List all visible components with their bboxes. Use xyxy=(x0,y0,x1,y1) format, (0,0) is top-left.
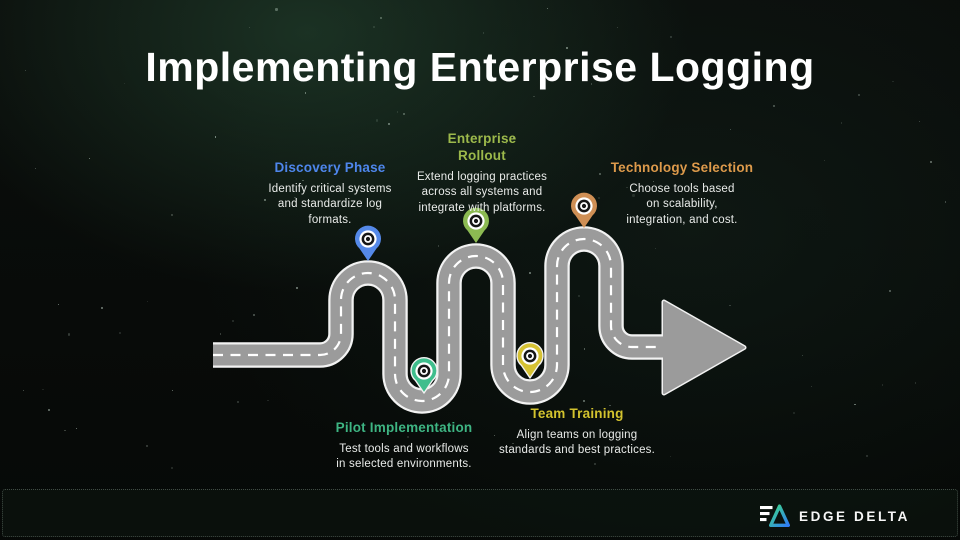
map-pin-icon xyxy=(516,341,544,379)
phase-card-pilot-implementation: Pilot Implementation Test tools and work… xyxy=(314,420,494,473)
phase-title-enterprise-rollout: Enterprise Rollout xyxy=(447,131,517,163)
page-title: Implementing Enterprise Logging xyxy=(145,44,815,90)
road-arrow-fill xyxy=(663,301,745,394)
phase-title-pilot-implementation: Pilot Implementation xyxy=(335,420,473,435)
phase-desc-technology-selection: Choose tools based on scalability, integ… xyxy=(626,182,738,226)
edge-delta-logo-text: EDGE DELTA xyxy=(798,508,910,524)
map-pin-icon xyxy=(410,356,438,394)
map-pin-icon xyxy=(355,225,381,261)
map-pin-icon xyxy=(463,207,489,243)
phase-desc-pilot-implementation: Test tools and workflows in selected env… xyxy=(336,442,472,471)
phase-card-discovery: Discovery Phase Identify critical system… xyxy=(250,160,410,228)
phase-card-team-training: Team Training Align teams on logging sta… xyxy=(477,406,677,459)
road-centerline xyxy=(213,237,660,403)
phase-card-enterprise-rollout: Enterprise Rollout Extend logging practi… xyxy=(397,131,567,216)
phase-desc-team-training: Align teams on logging standards and bes… xyxy=(498,428,656,457)
edge-delta-logo-icon xyxy=(759,504,790,527)
phase-title-technology-selection: Technology Selection xyxy=(610,160,754,175)
phase-desc-enterprise-rollout: Extend logging practices across all syst… xyxy=(416,170,548,214)
phase-title-team-training: Team Training xyxy=(530,406,624,421)
phase-title-discovery: Discovery Phase xyxy=(274,160,386,175)
edge-delta-logo: EDGE DELTA xyxy=(759,502,910,530)
map-pin-icon xyxy=(571,192,597,228)
phase-card-technology-selection: Technology Selection Choose tools based … xyxy=(592,160,772,228)
footer-band xyxy=(2,489,958,537)
phase-desc-discovery: Identify critical systems and standardiz… xyxy=(268,182,392,226)
